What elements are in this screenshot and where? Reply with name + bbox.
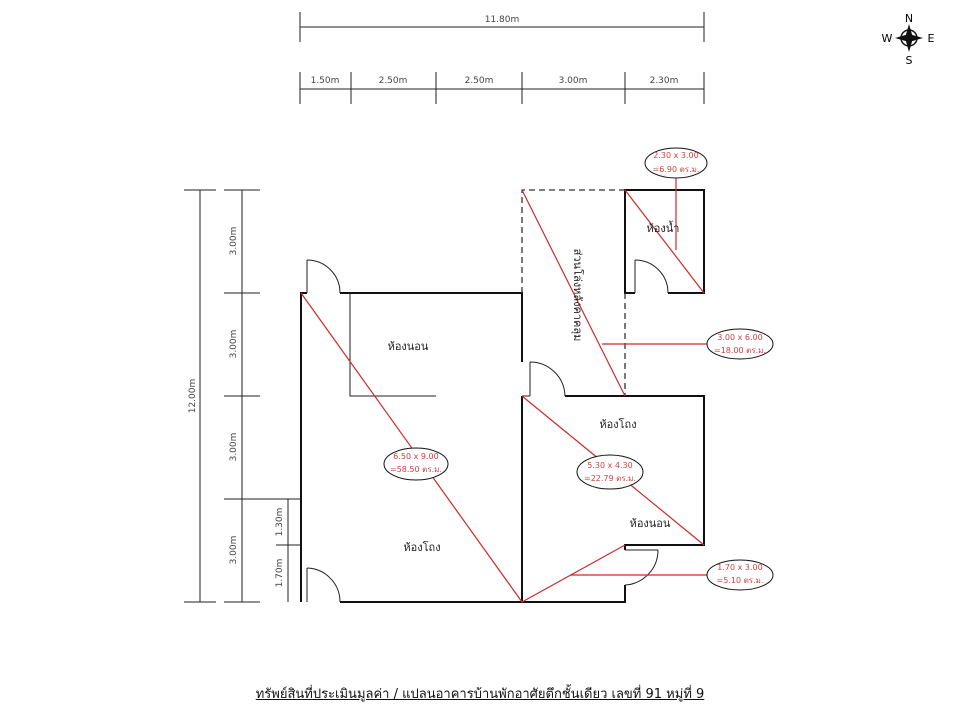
svg-text:E: E bbox=[928, 32, 935, 45]
width-seg-label: 3.00m bbox=[559, 76, 588, 86]
area-callout: 1.70 x 3.00 =5.10 ตร.ม. bbox=[706, 559, 774, 591]
room-label-bedroom: ห้องนอน bbox=[630, 517, 671, 530]
sub-seg-label: 1.30m bbox=[275, 508, 285, 537]
walls bbox=[300, 189, 705, 603]
room-label-hall: ห้องโถง bbox=[403, 540, 440, 554]
width-seg-label: 2.50m bbox=[465, 76, 494, 86]
depth-seg-label: 3.00m bbox=[229, 433, 239, 462]
depth-dimensions bbox=[184, 189, 300, 603]
width-dimensions bbox=[299, 12, 705, 104]
overall-width-label: 11.80m bbox=[485, 15, 520, 25]
area-callout: 6.50 x 9.00 =58.50 ตร.ม. bbox=[383, 447, 449, 481]
depth-seg-label: 3.00m bbox=[229, 330, 239, 359]
room-label-covered-area: ส่วนโล่งหลังคาคลุม bbox=[571, 249, 585, 342]
area-callout: 2.30 x 3.00 =6.90 ตร.ม. bbox=[644, 147, 708, 179]
svg-text:=22.79 ตร.ม.: =22.79 ตร.ม. bbox=[584, 474, 636, 483]
width-seg-label: 2.30m bbox=[650, 76, 679, 86]
sub-seg-label: 1.70m bbox=[275, 559, 285, 588]
depth-seg-label: 3.00m bbox=[229, 536, 239, 565]
plan-caption: ทรัพย์สินที่ประเมินมูลค่า / แปลนอาคารบ้า… bbox=[255, 687, 705, 702]
svg-text:W: W bbox=[882, 32, 893, 45]
svg-text:3.00 x 6.00: 3.00 x 6.00 bbox=[717, 333, 762, 342]
svg-text:=58.50 ตร.ม.: =58.50 ตร.ม. bbox=[390, 465, 442, 474]
svg-text:2.30 x 3.00: 2.30 x 3.00 bbox=[653, 151, 698, 160]
svg-text:N: N bbox=[905, 12, 913, 25]
svg-text:1.70 x 3.00: 1.70 x 3.00 bbox=[717, 563, 762, 572]
width-seg-label: 1.50m bbox=[311, 76, 340, 86]
depth-seg-label: 3.00m bbox=[229, 227, 239, 256]
door-icons bbox=[306, 259, 669, 603]
room-label-bedroom: ห้องนอน bbox=[388, 340, 429, 353]
width-seg-label: 2.50m bbox=[379, 76, 408, 86]
svg-text:=18.00 ตร.ม.: =18.00 ตร.ม. bbox=[714, 346, 766, 355]
svg-text:6.50 x 9.00: 6.50 x 9.00 bbox=[393, 452, 438, 461]
area-callout: 5.30 x 4.30 =22.79 ตร.ม. bbox=[576, 454, 644, 490]
area-diagonals bbox=[300, 177, 708, 603]
svg-text:=6.90 ตร.ม.: =6.90 ตร.ม. bbox=[653, 165, 700, 174]
room-label-hall: ห้องโถง bbox=[599, 417, 636, 431]
area-callout: 3.00 x 6.00 =18.00 ตร.ม. bbox=[706, 328, 774, 360]
compass-icon: N S E W bbox=[882, 12, 935, 67]
svg-text:=5.10 ตร.ม.: =5.10 ตร.ม. bbox=[717, 576, 764, 585]
svg-text:S: S bbox=[906, 54, 913, 67]
svg-text:5.30 x 4.30: 5.30 x 4.30 bbox=[587, 461, 632, 470]
overall-depth-label: 12.00m bbox=[188, 379, 198, 414]
room-label-bathroom: ห้องน้ำ bbox=[647, 220, 680, 235]
